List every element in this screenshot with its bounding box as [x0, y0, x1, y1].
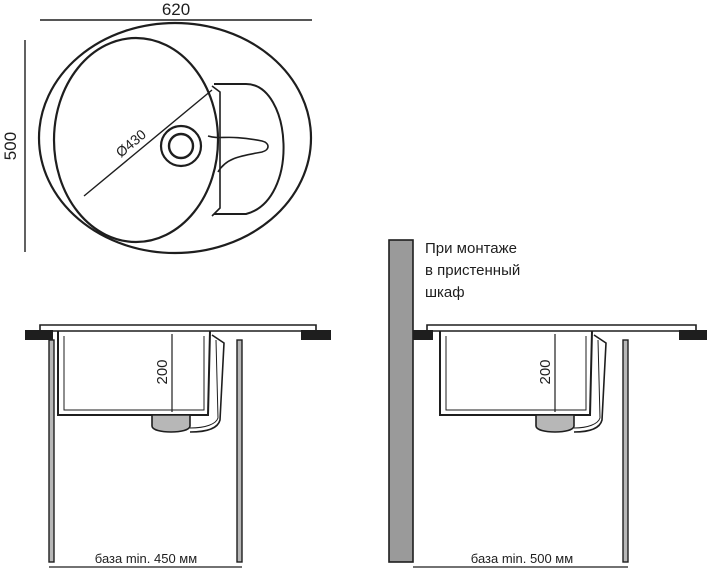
countertop-left-right: [301, 330, 331, 340]
drainboard-outline: [214, 83, 285, 215]
depth-label-left: 200: [154, 359, 171, 384]
base-label-right: база min. 500 мм: [471, 551, 573, 566]
drain-fitting-right: [535, 414, 575, 433]
drain-hole-inner: [167, 132, 195, 160]
sink-rim-left: [39, 324, 317, 332]
top-view: [24, 19, 313, 255]
overflow-pipe-left-inner: [189, 339, 219, 429]
bowl-section-right: [439, 330, 593, 416]
bowl-inner-right: [445, 336, 587, 411]
bowl-outline: [52, 36, 220, 244]
wall-cabinet-note: При монтаже в пристенный шкаф: [425, 238, 520, 304]
cabinet-panel-right: [622, 339, 629, 563]
cabinet-panel-left-2: [236, 339, 243, 563]
overflow-pipe-right: [573, 334, 607, 433]
divider-ridge: [211, 85, 221, 217]
sink-outer-rim: [37, 21, 313, 255]
note-line-1: При монтаже: [425, 240, 518, 257]
bowl-inner-left: [63, 336, 205, 411]
base-label-left: база min. 450 мм: [95, 551, 197, 566]
diameter-line: [83, 89, 213, 197]
bowl-diameter-label: Ø430: [113, 126, 150, 160]
countertop-right-left: [413, 330, 433, 340]
width-label: 620: [162, 0, 190, 19]
overflow-pipe-left: [189, 334, 225, 433]
side-view-left: [25, 324, 331, 568]
drain-channel: [207, 135, 269, 173]
cabinet-panel-left-1: [48, 339, 55, 563]
side-view-right: [388, 239, 707, 568]
overflow-pipe-right-inner: [573, 339, 601, 429]
countertop-left-left: [25, 330, 53, 340]
bowl-section-left: [57, 330, 211, 416]
wall-panel: [388, 239, 414, 563]
countertop-right-right: [679, 330, 707, 340]
drain-fitting-left: [151, 414, 191, 433]
note-line-2: в пристенный: [425, 262, 521, 279]
depth-label-right: 200: [537, 359, 554, 384]
sink-rim-right: [426, 324, 697, 332]
note-line-3: шкаф: [425, 284, 465, 301]
height-label: 500: [1, 132, 20, 160]
drain-hole-outer: [159, 124, 203, 168]
